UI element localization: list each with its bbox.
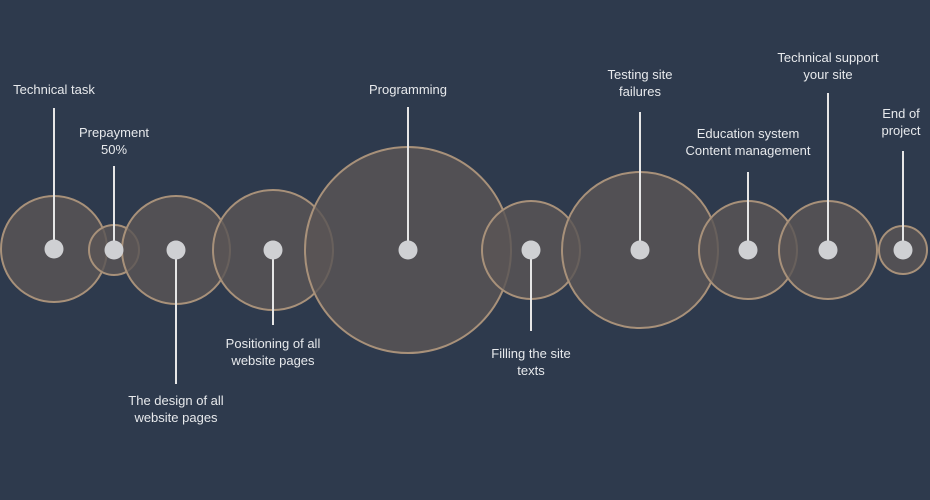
stage-label-design: The design of all website pages [128,393,224,425]
stage-label-support: Technical support your site [777,50,879,82]
stage-label-prepayment: Prepayment 50% [78,125,150,157]
stage-label-education: Education system Content management [685,126,811,158]
stage-dot-testing [630,240,650,260]
stage-dot-end [893,240,913,260]
stage-label-programming: Programming [368,82,448,97]
stage-label-technical-task: Technical task [13,82,95,97]
stage-dot-design [166,240,186,260]
stage-dot-prepayment [104,240,124,260]
stage-dot-education [738,240,758,260]
stage-dot-technical-task [44,239,64,259]
stage-label-filling-texts: Filling the site texts [491,346,571,378]
stage-label-end: End of project [881,106,921,138]
stage-dot-support [818,240,838,260]
stage-dot-positioning [263,240,283,260]
stage-label-testing: Testing site failures [607,67,673,99]
stage-dot-programming [398,240,418,260]
stage-dot-filling-texts [521,240,541,260]
stage-label-positioning: Positioning of all website pages [225,336,321,368]
